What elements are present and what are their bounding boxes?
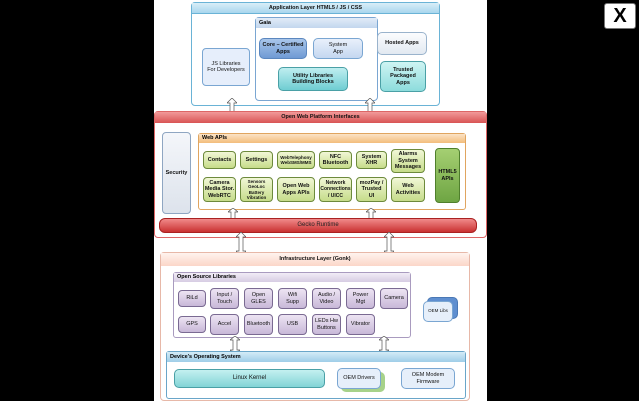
close-button[interactable]: X bbox=[604, 3, 636, 29]
api-html5: HTML5 APIs bbox=[435, 148, 460, 203]
lib-vibrator: Vibrator bbox=[346, 314, 375, 335]
device-os-title: Device's Operating System bbox=[167, 352, 465, 362]
trusted-packaged-apps: Trusted Packaged Apps bbox=[380, 61, 426, 92]
architecture-diagram: Application Layer HTML5 / JS / CSS JS Li… bbox=[154, 0, 487, 401]
infrastructure-layer: Infrastructure Layer (Gonk) Open Source … bbox=[160, 252, 470, 401]
lib-audio-video: Audio / Video bbox=[312, 288, 341, 309]
lib-leds-buttons: LEDs Hw Buttons bbox=[312, 314, 341, 335]
api-open-web-apps: Open Web Apps APIs bbox=[277, 177, 315, 202]
owp-title: Open Web Platform Interfaces bbox=[155, 112, 486, 123]
api-web-activities: Web Activities bbox=[391, 177, 425, 202]
open-source-libraries: Open Source Libraries RiLd Input / Touch… bbox=[173, 272, 411, 338]
utility-libraries: Utility Libraries Building Blocks bbox=[278, 67, 348, 91]
application-layer-title: Application Layer HTML5 / JS / CSS bbox=[192, 3, 439, 14]
application-layer: Application Layer HTML5 / JS / CSS JS Li… bbox=[191, 2, 440, 106]
system-app: System App bbox=[313, 38, 363, 59]
arrow-libs-to-os-right bbox=[379, 336, 389, 354]
lib-camera: Camera bbox=[380, 288, 408, 309]
arrow-gecko-to-infra-right bbox=[384, 232, 394, 256]
security-box: Security bbox=[162, 132, 191, 214]
gecko-runtime: Gecko Runtime bbox=[159, 218, 477, 233]
gaia-box: Gaia Core – Certified Apps System App Ut… bbox=[255, 17, 378, 101]
linux-kernel: Linux Kernel bbox=[174, 369, 325, 388]
api-mozpay-trusted-ui: mozPay / Trusted UI bbox=[356, 177, 387, 202]
api-network-uicc: Network Connections / UICC bbox=[319, 177, 352, 202]
api-sensors: Sensors GeoLoc Battery Vibration bbox=[240, 177, 273, 202]
oem-drivers: OEM Drivers bbox=[337, 368, 381, 389]
infrastructure-title: Infrastructure Layer (Gonk) bbox=[161, 253, 469, 266]
api-contacts: Contacts bbox=[203, 151, 236, 169]
api-camera-media: Camera Media Stor. WebRTC bbox=[203, 177, 236, 202]
device-os-box: Device's Operating System Linux Kernel O… bbox=[166, 351, 466, 399]
lib-bluetooth: Bluetooth bbox=[244, 314, 273, 335]
api-system-xhr: System XHR bbox=[356, 151, 387, 169]
lib-usb: USB bbox=[278, 314, 307, 335]
lib-rild: RiLd bbox=[178, 290, 206, 307]
lib-input-touch: Input / Touch bbox=[210, 288, 239, 309]
lib-open-gles: Open GLES bbox=[244, 288, 273, 309]
arrow-libs-to-os-left bbox=[230, 336, 240, 354]
lib-accel: Accel bbox=[210, 314, 239, 335]
lib-wifi-supp: Wifi Supp bbox=[278, 288, 307, 309]
oem-libs: OEM Libs bbox=[423, 301, 453, 322]
hosted-apps: Hosted Apps bbox=[377, 32, 427, 55]
oem-modem-firmware: OEM Modem Firmware bbox=[401, 368, 455, 389]
arrow-gecko-to-infra-left bbox=[236, 232, 246, 256]
lib-gps: GPS bbox=[178, 316, 206, 333]
core-certified-apps: Core – Certified Apps bbox=[259, 38, 307, 59]
web-apis-box: Web APIs Contacts Settings WebTelephony … bbox=[198, 133, 466, 210]
api-settings: Settings bbox=[240, 151, 273, 169]
api-nfc-bluetooth: NFC Bluetooth bbox=[319, 151, 352, 169]
open-web-platform: Open Web Platform Interfaces Security We… bbox=[154, 111, 487, 238]
lib-power-mgt: Power Mgt bbox=[346, 288, 375, 309]
js-libraries-box: JS Libraries For Developers bbox=[202, 48, 250, 86]
gaia-title: Gaia bbox=[256, 18, 377, 28]
api-alarms-messages: Alarms System Messages bbox=[391, 149, 425, 173]
web-apis-title: Web APIs bbox=[199, 134, 465, 143]
api-webtelephony: WebTelephony WebSMS/MMS bbox=[277, 151, 315, 169]
oss-title: Open Source Libraries bbox=[174, 273, 410, 282]
